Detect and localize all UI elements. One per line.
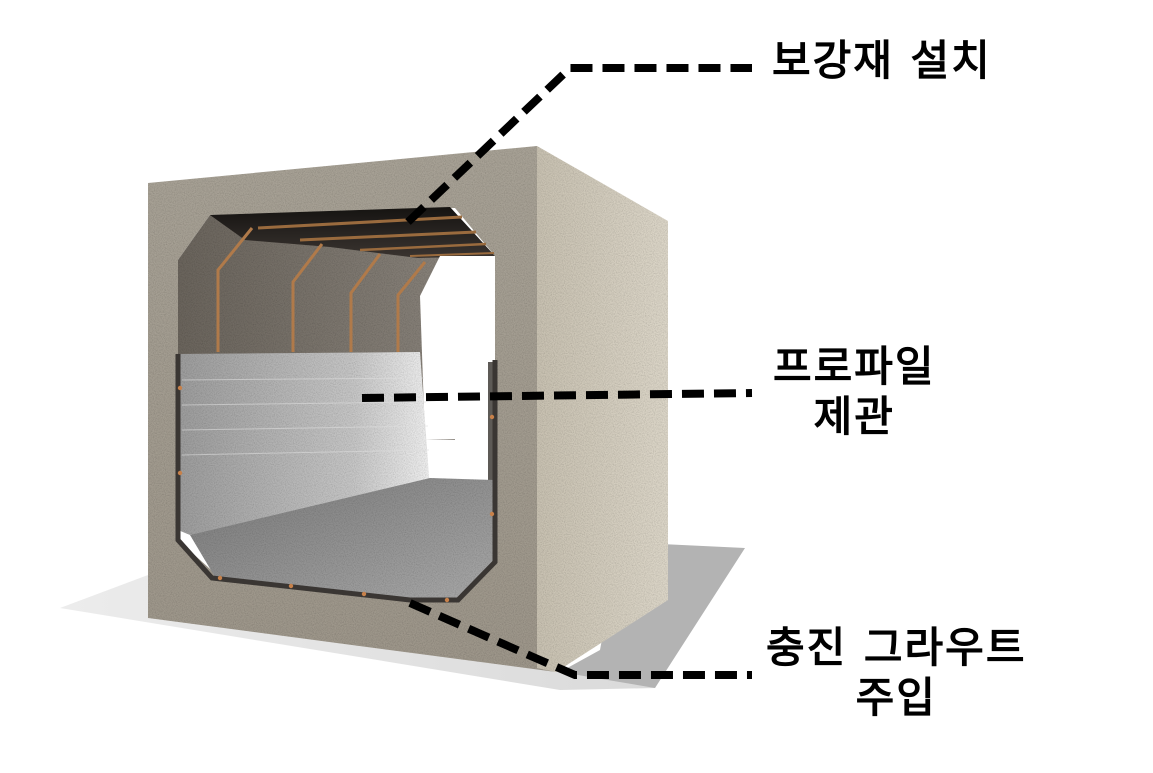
far-opening (420, 256, 495, 440)
label-reinforcement-installation: 보강재 설치 (772, 36, 992, 86)
grout-gap-edge (175, 354, 498, 603)
liner-ribs (181, 377, 430, 456)
rebar-hangers (216, 227, 427, 352)
concrete-side-face (537, 146, 668, 672)
leader-profile (361, 389, 753, 402)
label-line: 제관 (813, 392, 895, 441)
label-line: 충진 그라우트 (766, 623, 1027, 672)
label-profile-pipe-fabrication: 프로파일 제관 (773, 342, 936, 442)
concrete-front-face (148, 146, 556, 672)
label-line: 주입 (855, 673, 937, 722)
label-line: 프로파일 (773, 342, 936, 391)
leader-reinforcement (405, 64, 752, 225)
label-grout-injection: 충진 그라우트 주입 (766, 623, 1026, 723)
ceiling-reinforcement (210, 207, 495, 258)
label-line: 보강재 설치 (772, 36, 992, 85)
profile-liner-floor (190, 478, 494, 601)
leader-grout (408, 599, 752, 679)
leader-lines (361, 64, 753, 679)
